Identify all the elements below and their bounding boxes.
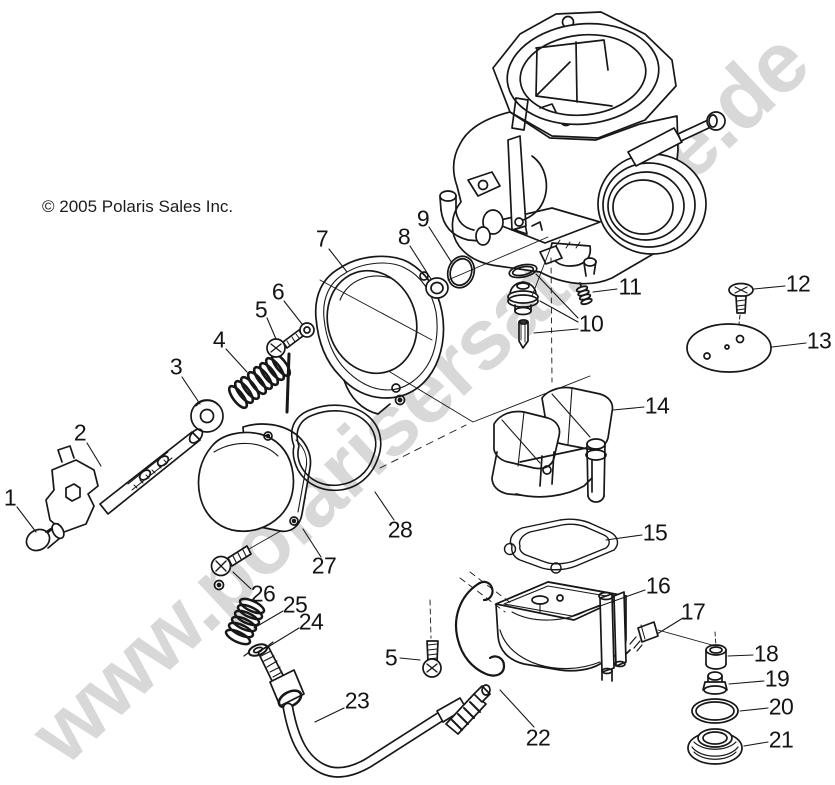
part-17-drain-screw [625, 621, 659, 655]
part-28-cover-o-ring [290, 404, 382, 492]
part-4-spring [227, 352, 292, 414]
part-11-spring-small [575, 282, 593, 306]
copyright-text: © 2005 Polaris Sales Inc. [42, 197, 234, 216]
part-16-float-bowl [495, 581, 627, 682]
callout-leader-lines [16, 226, 807, 747]
part-18-spacer-nut [705, 644, 727, 670]
assembly-lines [379, 236, 717, 647]
part-8-seal [425, 277, 449, 299]
part-12-screw-flat [728, 282, 754, 334]
carburetor-body [439, 11, 726, 285]
part-25-spring-choke [224, 597, 266, 646]
part-23-vent-hose [257, 645, 491, 778]
part-9-o-ring [446, 255, 476, 289]
part-5b-screw-bottom [422, 640, 442, 678]
part-15-bowl-gasket [503, 518, 619, 574]
part-20-o-ring-drain [691, 698, 739, 724]
part-21-drain-plug [687, 728, 743, 765]
part-19-fitting [702, 671, 728, 695]
part-24-seat-washer [243, 641, 274, 657]
part-3-washer [190, 399, 224, 433]
part-2-throttle-shaft-lever [45, 428, 204, 535]
part-10-needle-jet-set [507, 263, 539, 349]
part-26-screw-washer [210, 523, 294, 591]
part-14-float-assembly [491, 386, 614, 503]
part-13-cover-disc [686, 323, 772, 373]
part-6-washer-small [299, 322, 315, 338]
part-1-plug [25, 522, 65, 552]
part-5-screw-top [266, 329, 304, 358]
part-7-diaphragm-cover [314, 255, 445, 415]
part-27-chamber-cover [197, 423, 312, 533]
